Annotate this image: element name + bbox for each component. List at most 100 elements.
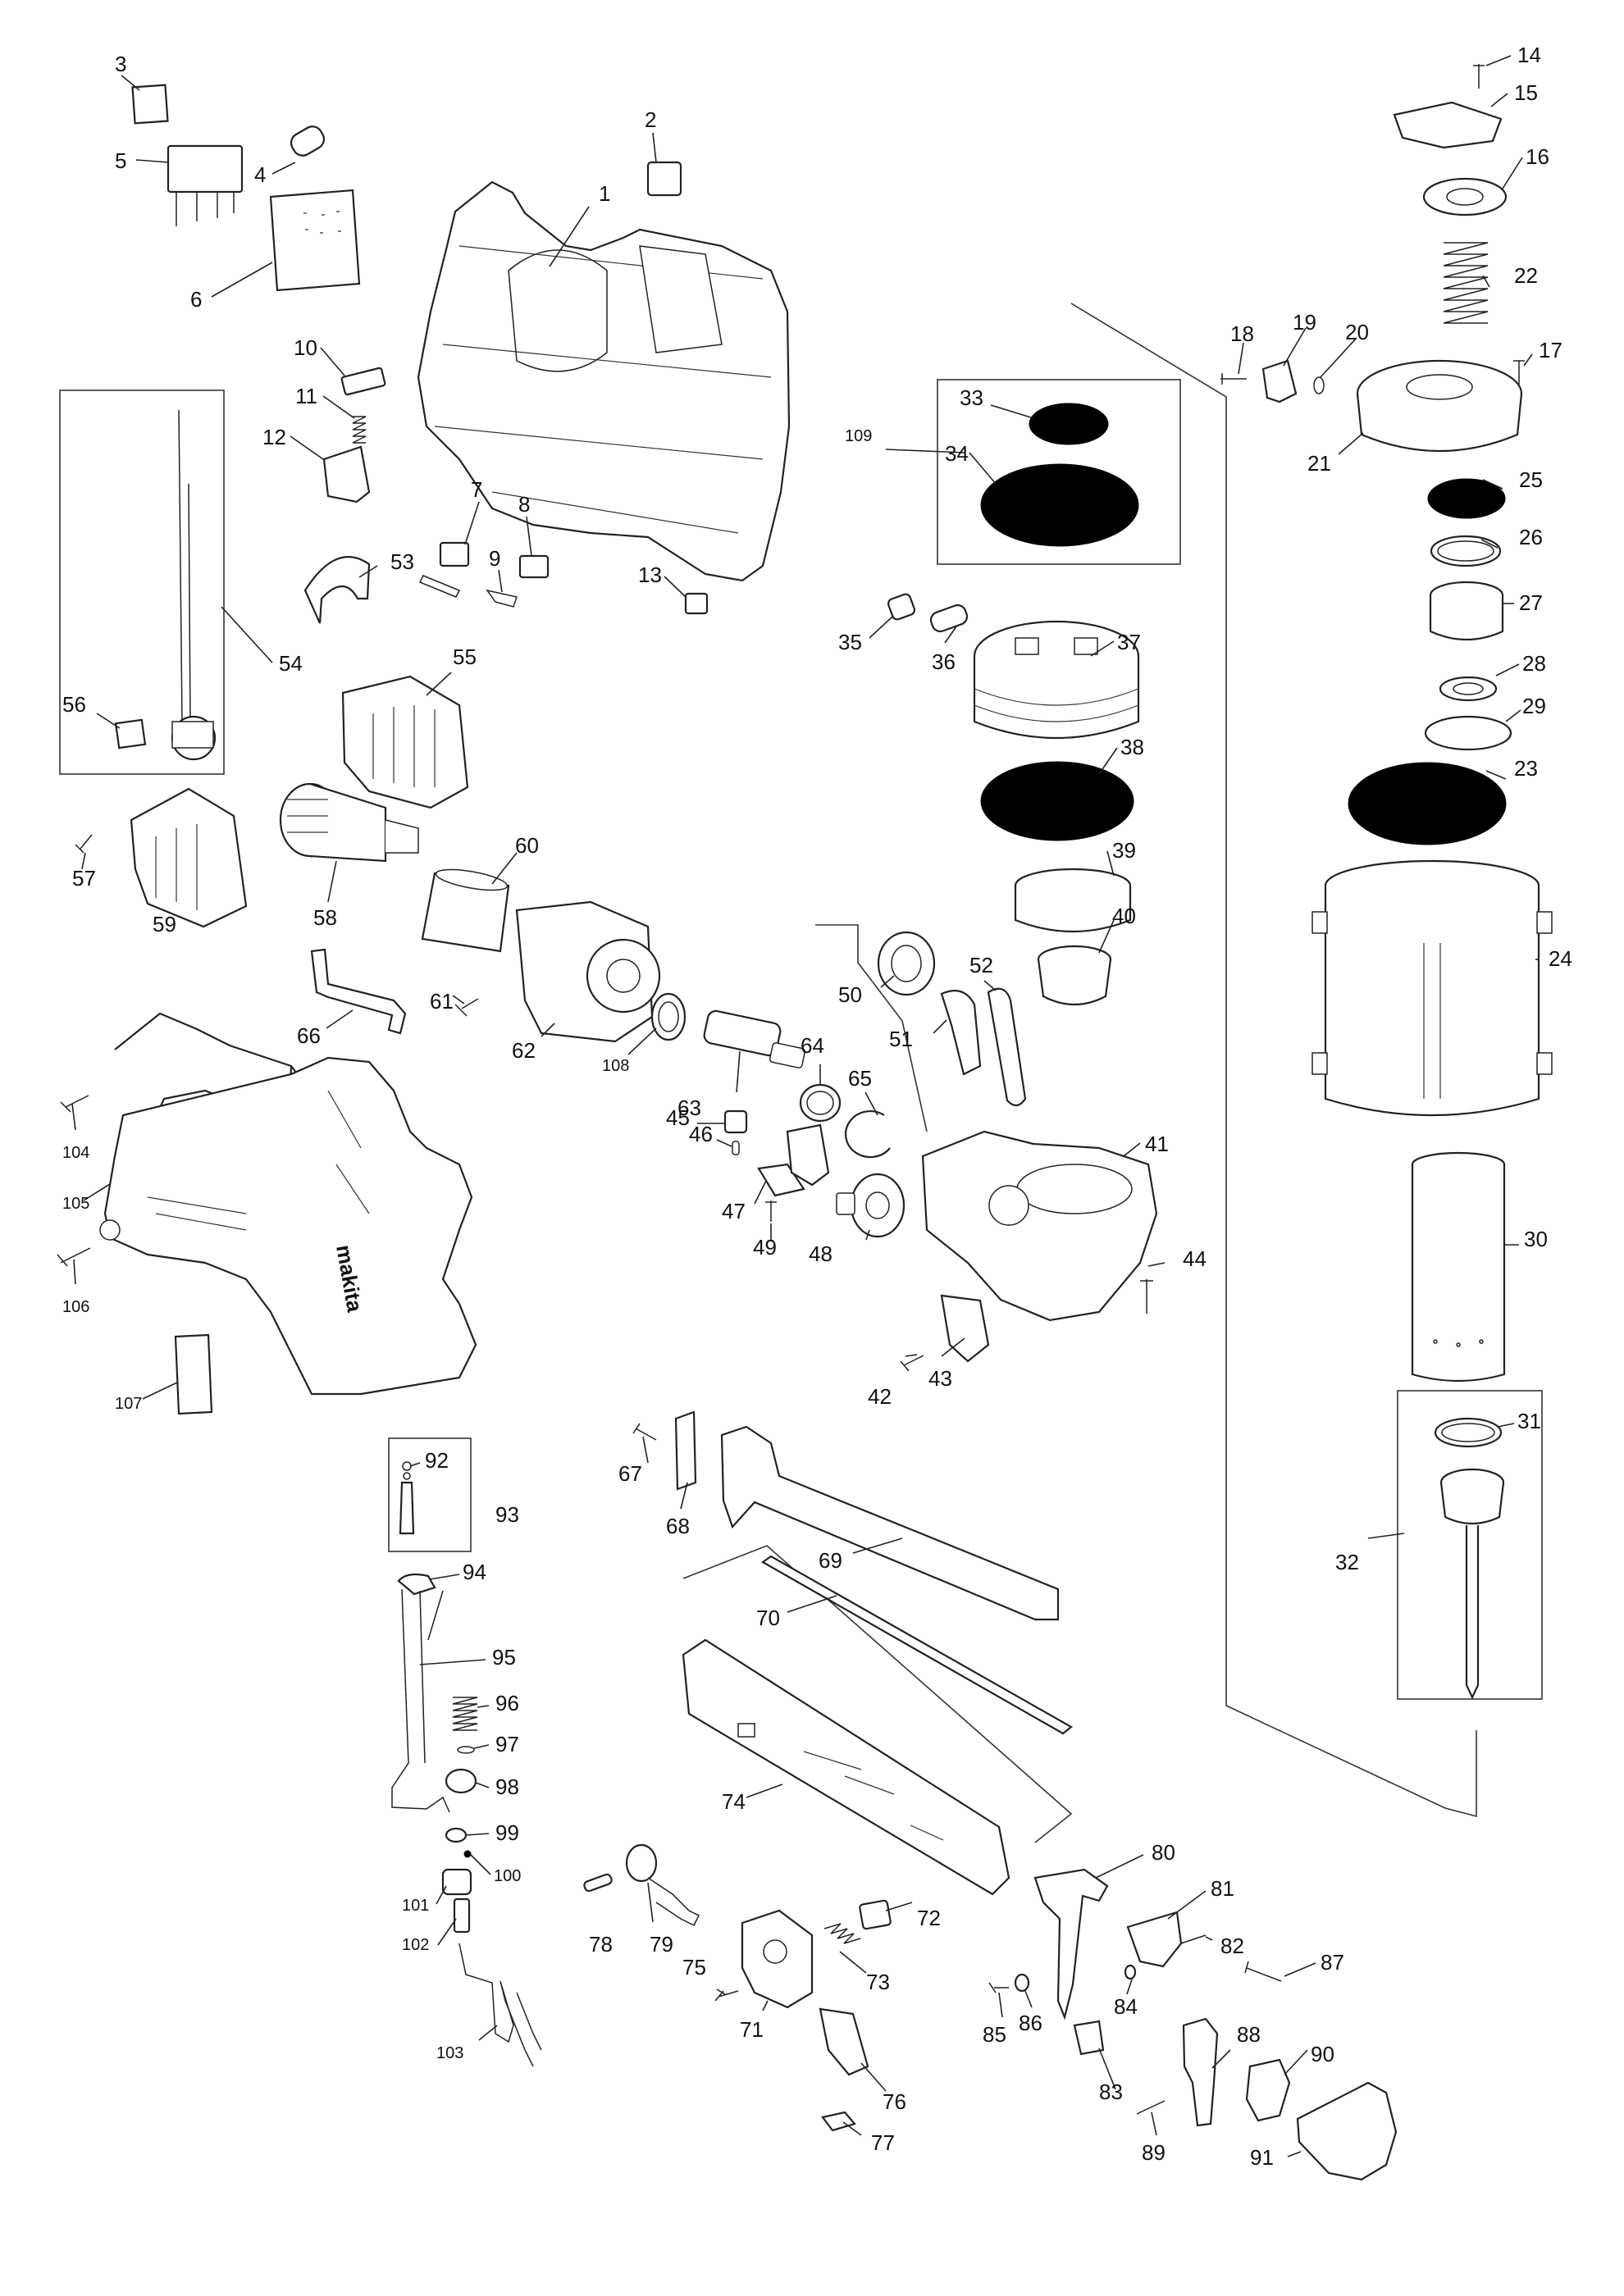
callout-21: 21 [1307, 451, 1331, 476]
part-41 [921, 1130, 1158, 1322]
part-50-inner [891, 945, 922, 982]
part-64-inner [806, 1091, 834, 1115]
part-48 [836, 1173, 906, 1238]
part-32 [1439, 1468, 1505, 1700]
callout-79: 79 [650, 1932, 673, 1957]
callout-67: 67 [618, 1461, 642, 1486]
part-67 [632, 1423, 657, 1441]
callout-56: 56 [62, 692, 86, 717]
part-20 [1313, 376, 1325, 394]
part-84 [1124, 1964, 1137, 1980]
part-38 [980, 761, 1134, 841]
callout-46: 46 [689, 1122, 713, 1146]
callout-59: 59 [153, 912, 176, 936]
part-81 [1126, 1911, 1183, 1968]
part-7 [439, 541, 470, 567]
part-56 [114, 718, 147, 749]
part-83 [1073, 2020, 1105, 2056]
part-29 [1424, 715, 1512, 751]
part-26-inner [1437, 540, 1494, 562]
callout-51: 51 [889, 1027, 913, 1051]
callout-47: 47 [722, 1199, 746, 1223]
part-42 [900, 1355, 924, 1372]
callout-16: 16 [1526, 144, 1549, 169]
part-52 [987, 987, 1027, 1107]
callout-45: 45 [666, 1105, 690, 1130]
part-9 [486, 589, 518, 608]
callout-63: 63 [677, 1096, 701, 1120]
callout-44: 44 [1183, 1246, 1207, 1271]
callout-11: 11 [295, 384, 317, 408]
frame-magazine [682, 1545, 1073, 1843]
part-16-inner [1446, 188, 1484, 206]
callout-72: 72 [917, 1906, 941, 1930]
callout-95: 95 [492, 1645, 516, 1670]
callout-80: 80 [1152, 1840, 1175, 1865]
callout-26: 26 [1519, 525, 1543, 549]
callout-102: 102 [402, 1936, 429, 1954]
part-70 [760, 1555, 1073, 1735]
callout-48: 48 [809, 1241, 833, 1266]
frame-32 [1397, 1390, 1543, 1700]
callout-106: 106 [62, 1298, 89, 1316]
leader-lines [71, 55, 1539, 2157]
part-82 [1180, 1934, 1207, 1944]
part-86 [1014, 1973, 1030, 1993]
part-51 [940, 990, 982, 1076]
callout-74: 74 [722, 1789, 746, 1814]
housing-part [417, 180, 791, 582]
callout-2: 2 [645, 107, 656, 132]
part-88 [1182, 2017, 1219, 2127]
callout-71: 71 [740, 2017, 764, 2042]
callout-53: 53 [390, 549, 414, 574]
part-47-cam [786, 1123, 830, 1187]
part-10 [340, 367, 386, 396]
part-91 [1296, 2081, 1398, 2181]
callout-42: 42 [868, 1384, 892, 1409]
callout-65: 65 [848, 1066, 872, 1091]
part-96 [452, 1697, 478, 1731]
callout-40: 40 [1112, 904, 1136, 928]
part-12 [322, 445, 371, 503]
callout-18: 18 [1230, 321, 1254, 346]
callout-23: 23 [1514, 756, 1538, 781]
callout-84: 84 [1114, 1994, 1138, 2019]
part-44 [1140, 1279, 1153, 1314]
part-107 [174, 1333, 213, 1415]
part-4 [290, 125, 326, 157]
part-73 [823, 1923, 861, 1944]
part-103 [458, 1943, 542, 2067]
callout-6: 6 [190, 287, 202, 312]
part-46 [732, 1141, 740, 1155]
callout-104: 104 [62, 1144, 89, 1162]
part-53 [303, 556, 371, 624]
frame-109 [937, 379, 1181, 565]
callout-92: 92 [425, 1448, 449, 1473]
callout-27: 27 [1519, 590, 1543, 615]
callout-77: 77 [871, 2130, 895, 2155]
callout-32: 32 [1335, 1550, 1359, 1574]
part-25 [1427, 478, 1506, 519]
callout-94: 94 [463, 1560, 486, 1584]
callout-90: 90 [1311, 2042, 1334, 2066]
part-78 [583, 1873, 613, 1893]
part-79 [625, 1843, 700, 1927]
part-60 [421, 868, 510, 953]
callout-78: 78 [589, 1932, 613, 1957]
callout-99: 99 [495, 1820, 519, 1845]
callout-29: 29 [1522, 694, 1546, 718]
part-65 [845, 1110, 891, 1159]
part-49 [765, 1200, 777, 1222]
callout-107: 107 [115, 1395, 142, 1413]
part-104 [60, 1095, 89, 1113]
part-39 [1014, 868, 1132, 933]
part-71 [741, 1909, 814, 2009]
part-54 [171, 409, 217, 761]
part-55 [341, 675, 469, 809]
part-14 [1473, 64, 1485, 89]
callout-57: 57 [72, 866, 96, 891]
callout-60: 60 [515, 833, 539, 858]
callout-52: 52 [969, 953, 993, 977]
callout-81: 81 [1211, 1876, 1234, 1901]
